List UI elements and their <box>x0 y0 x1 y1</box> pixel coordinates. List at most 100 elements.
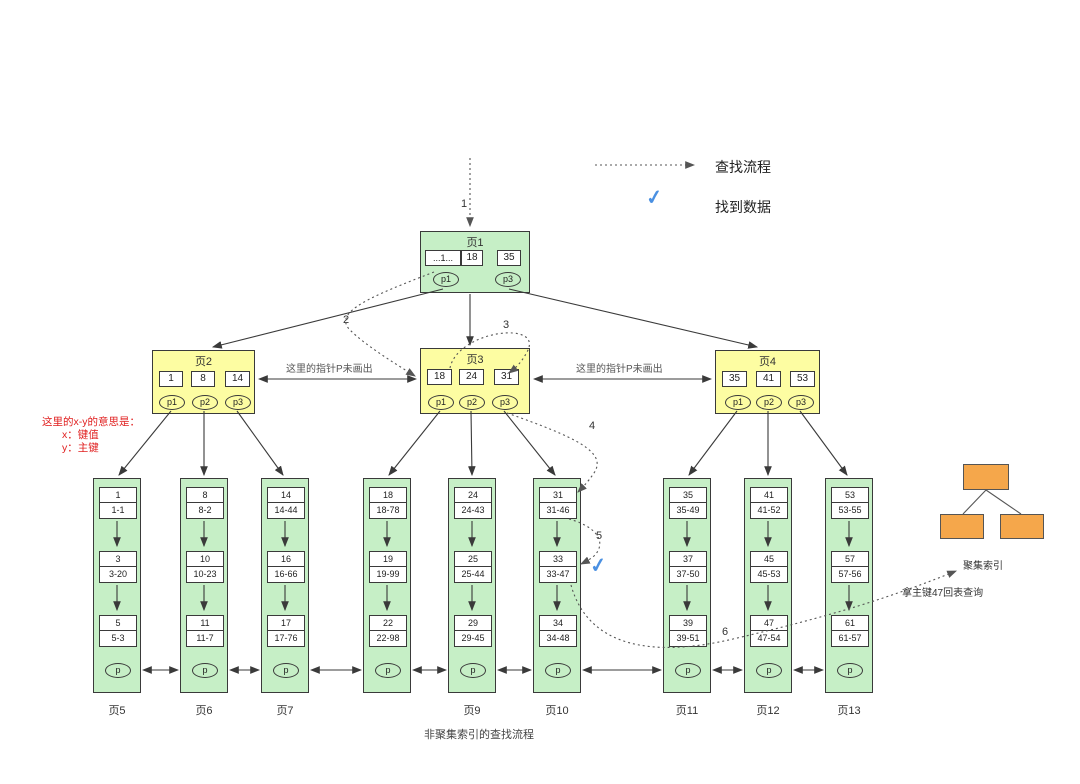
key-cell: 31 <box>494 369 519 385</box>
record: 8 8-2 <box>186 487 224 519</box>
key-cell: 53 <box>790 371 815 387</box>
step-6-label: 6 <box>722 626 729 638</box>
xy-meaning-y: y：主键 <box>62 442 99 454</box>
record-value: 45-53 <box>757 569 781 579</box>
record-value: 53-55 <box>838 505 862 515</box>
page-pointer: p <box>375 663 401 678</box>
leaf-page-label: 页13 <box>837 705 861 717</box>
key-cell: 18 <box>461 250 483 266</box>
record-value: 35-49 <box>676 505 700 515</box>
step-2-label: 2 <box>343 314 350 326</box>
key-cell: 24 <box>459 369 484 385</box>
record-key: 22 <box>370 616 406 631</box>
record: 22 22-98 <box>369 615 407 647</box>
leaf-page-label: 页5 <box>108 705 126 717</box>
record: 35 35-49 <box>669 487 707 519</box>
record-value: 16-66 <box>274 569 298 579</box>
record-value: 47-54 <box>757 633 781 643</box>
leaf-page-label: 页7 <box>276 705 294 717</box>
page-pointer: p <box>675 663 701 678</box>
internal-page-2: 页2 1 8 14 p1 p2 p3 <box>152 350 255 414</box>
record-value: 34-48 <box>546 633 570 643</box>
record-key: 53 <box>832 488 868 503</box>
page-title: 页4 <box>758 356 777 368</box>
leaf-page-box: 8 8-2 10 10-23 11 11-7 p <box>180 478 228 693</box>
record-key: 25 <box>455 552 491 567</box>
step-5-label: 5 <box>596 530 603 542</box>
record-value: 11-7 <box>196 633 214 643</box>
record-key: 18 <box>370 488 406 503</box>
record-value: 1-1 <box>111 505 125 515</box>
record: 18 18-78 <box>369 487 407 519</box>
record-value: 5-3 <box>111 633 125 643</box>
record-value: 19-99 <box>376 569 400 579</box>
key-cell: ...1... <box>425 250 461 266</box>
leaf-page-5: 1 1-1 3 3-20 5 5-3 p 页5 <box>93 478 141 718</box>
leaf-page-label: 页11 <box>675 705 699 717</box>
record: 14 14-44 <box>267 487 305 519</box>
record-value: 29-45 <box>461 633 485 643</box>
pointer-ellipse: p3 <box>225 395 251 410</box>
pointer-ellipse: p1 <box>159 395 185 410</box>
record-key: 29 <box>455 616 491 631</box>
record: 17 17-76 <box>267 615 305 647</box>
page-pointer: p <box>273 663 299 678</box>
page-pointer: p <box>545 663 571 678</box>
legend-lookup-label: 查找流程 <box>715 159 771 175</box>
pointer-ellipse: p2 <box>192 395 218 410</box>
record: 24 24-43 <box>454 487 492 519</box>
record-key: 5 <box>100 616 136 631</box>
record-key: 41 <box>751 488 787 503</box>
clustered-index-links <box>962 489 1022 515</box>
record-value: 57-56 <box>838 569 862 579</box>
leaf-page-box: 14 14-44 16 16-66 17 17-76 p <box>261 478 309 693</box>
back-to-table-note: 拿主键47回表查询 <box>902 588 984 599</box>
record: 45 45-53 <box>750 551 788 583</box>
record-key: 34 <box>540 616 576 631</box>
key-cell: 18 <box>427 369 452 385</box>
record-key: 45 <box>751 552 787 567</box>
pointer-ellipse: p1 <box>725 395 751 410</box>
record: 47 47-54 <box>750 615 788 647</box>
record-key: 35 <box>670 488 706 503</box>
pointer-ellipse: p3 <box>492 395 518 410</box>
pointer-ellipse: p3 <box>788 395 814 410</box>
record-value: 39-51 <box>676 633 700 643</box>
key-cell: 14 <box>225 371 250 387</box>
record: 39 39-51 <box>669 615 707 647</box>
leaf-page-box: 31 31-46 33 33-47 34 34-48 p <box>533 478 581 693</box>
record-value: 10-23 <box>193 569 217 579</box>
record: 16 16-66 <box>267 551 305 583</box>
record-key: 31 <box>540 488 576 503</box>
record-key: 1 <box>100 488 136 503</box>
leaf-page-6: 8 8-2 10 10-23 11 11-7 p 页6 <box>180 478 228 718</box>
record-value: 37-50 <box>676 569 700 579</box>
leaf-page-9: 24 24-43 25 25-44 29 29-45 p 页9 <box>448 478 496 718</box>
record: 29 29-45 <box>454 615 492 647</box>
legend-found-label: 找到数据 <box>715 199 771 215</box>
record-value: 31-46 <box>546 505 570 515</box>
clustered-index-label: 聚集索引 <box>963 561 1003 572</box>
record-key: 37 <box>670 552 706 567</box>
record: 10 10-23 <box>186 551 224 583</box>
leaf-page-box: 53 53-55 57 57-56 61 61-57 p <box>825 478 873 693</box>
leaf-page-13: 53 53-55 57 57-56 61 61-57 p 页13 <box>825 478 873 718</box>
record-value: 18-78 <box>376 505 400 515</box>
key-cell: 41 <box>756 371 781 387</box>
leaf-page-label: 页6 <box>195 705 213 717</box>
page-pointer: p <box>756 663 782 678</box>
record: 19 19-99 <box>369 551 407 583</box>
pointer-note-right: 这里的指针P未画出 <box>576 364 663 375</box>
pointer-ellipse: p2 <box>756 395 782 410</box>
page-pointer: p <box>192 663 218 678</box>
record: 33 33-47 <box>539 551 577 583</box>
record: 5 5-3 <box>99 615 137 647</box>
record: 37 37-50 <box>669 551 707 583</box>
page-pointer: p <box>837 663 863 678</box>
record: 57 57-56 <box>831 551 869 583</box>
pointer-note-left: 这里的指针P未画出 <box>286 364 373 375</box>
key-cell: 35 <box>722 371 747 387</box>
leaf-page-10: 31 31-46 33 33-47 34 34-48 p 页10 <box>533 478 581 718</box>
record: 11 11-7 <box>186 615 224 647</box>
